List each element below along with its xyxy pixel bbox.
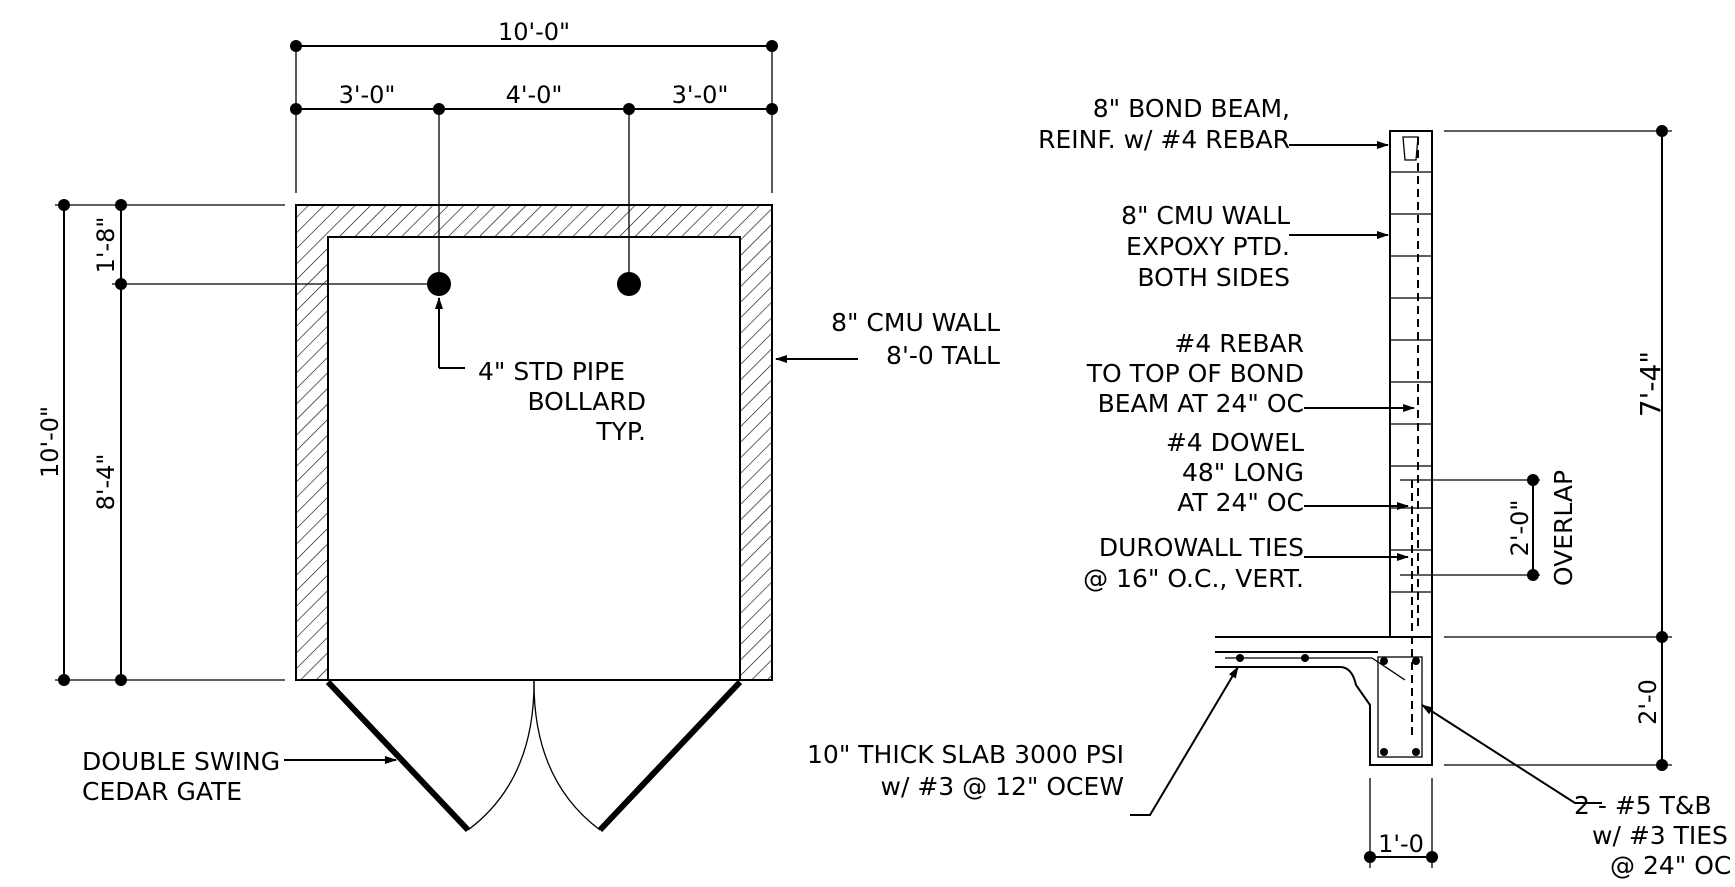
gate-leaf-left xyxy=(325,679,471,833)
cmu-wall-note-line2: EXPOXY PTD. xyxy=(1126,232,1290,261)
cmu-wall-hatch xyxy=(295,204,773,681)
dim-right-segment: 3'-0" xyxy=(672,81,729,109)
bollard-right xyxy=(617,272,641,296)
plan-view: 10'-0" 3'-0" 4'-0" 3'-0" 10'-0" 1'-8" 8'… xyxy=(36,18,1000,833)
footing-note-line2: w/ #3 TIES xyxy=(1592,821,1728,850)
bollard-note-line2: BOLLARD xyxy=(527,387,646,416)
gate-leaf-right xyxy=(597,679,743,833)
cmu-wall-note-line3: BOTH SIDES xyxy=(1137,263,1290,292)
dim-footing-width: 1'-0 xyxy=(1378,830,1424,858)
bond-beam-rebar xyxy=(1402,136,1419,161)
wall-note-line2: 8'-0 TALL xyxy=(886,341,1000,370)
bond-beam-note-line1: 8" BOND BEAM, xyxy=(1093,94,1290,123)
rebar-note-line2: TO TOP OF BOND xyxy=(1086,359,1304,388)
wall-section: 7'-4" 2'-0 2'-0" OVERLAP 1'-0 8" BOND BE… xyxy=(807,94,1731,880)
dim-overlap: 2'-0" xyxy=(1506,500,1534,557)
dim-footing-depth: 2'-0 xyxy=(1634,679,1662,725)
dim-middle-segment: 4'-0" xyxy=(506,81,563,109)
slab-footing-outline xyxy=(1215,636,1433,766)
dim-top-offset: 1'-8" xyxy=(92,217,120,274)
footing-note-line3: @ 24" OC xyxy=(1610,851,1731,880)
footing-note-line1: 2 - #5 T&B xyxy=(1574,791,1712,820)
dim-wall-height: 7'-4" xyxy=(1634,351,1667,417)
slab-rebar xyxy=(1225,657,1406,681)
overlap-label: OVERLAP xyxy=(1549,470,1578,586)
dim-left-segment: 3'-0" xyxy=(339,81,396,109)
left-dimensions: 10'-0" 1'-8" 8'-4" xyxy=(36,199,430,686)
gate-swing-arc-right xyxy=(533,679,601,831)
cmu-course-lines xyxy=(1390,171,1432,593)
bollard-note-line1: 4" STD PIPE xyxy=(478,357,625,386)
dim-overall-depth: 10'-0" xyxy=(36,406,64,478)
rebar-note-line3: BEAM AT 24" OC xyxy=(1098,389,1304,418)
durowall-note-line2: @ 16" O.C., VERT. xyxy=(1083,564,1304,593)
slab-note-line1: 10" THICK SLAB 3000 PSI xyxy=(807,740,1124,769)
dim-overall-width: 10'-0" xyxy=(498,18,570,46)
dowel-note-line3: AT 24" OC xyxy=(1177,488,1304,517)
gate-note-line2: CEDAR GATE xyxy=(82,777,242,806)
dowel-note-line1: #4 DOWEL xyxy=(1166,428,1304,457)
rebar-note-line1: #4 REBAR xyxy=(1174,329,1304,358)
slab-note-line2: w/ #3 @ 12" OCEW xyxy=(881,772,1124,801)
gate-note-line1: DOUBLE SWING xyxy=(82,747,280,776)
dim-bottom-offset: 8'-4" xyxy=(92,454,120,511)
bond-beam-note-line2: REINF. w/ #4 REBAR xyxy=(1038,125,1290,154)
bollard-left xyxy=(427,272,451,296)
bollard-note-line3: TYP. xyxy=(595,417,646,446)
wall-note-line1: 8" CMU WALL xyxy=(831,308,1000,337)
cmu-wall-note-line1: 8" CMU WALL xyxy=(1121,201,1290,230)
dowel-note-line2: 48" LONG xyxy=(1182,458,1304,487)
footing-ties xyxy=(1377,656,1423,758)
top-dimensions: 10'-0" 3'-0" 4'-0" 3'-0" xyxy=(290,18,778,283)
gate-swing-arc-left xyxy=(467,679,535,831)
durowall-note-line1: DUROWALL TIES xyxy=(1099,533,1304,562)
